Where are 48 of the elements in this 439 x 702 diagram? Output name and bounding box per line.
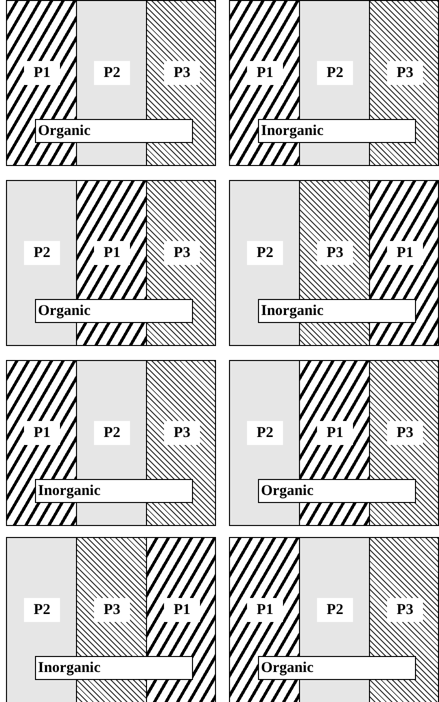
stripe-label: P2 (94, 421, 130, 445)
stripe-label: P3 (164, 61, 200, 85)
label-bar: Inorganic (35, 656, 193, 680)
stripe-label: P2 (94, 61, 130, 85)
hatched-stripe (147, 538, 215, 702)
fine-hatched-stripe (370, 1, 438, 165)
label-bar: Organic (258, 656, 416, 680)
pattern-panel (6, 537, 216, 702)
stripe-label: P3 (317, 241, 353, 265)
label-bar: Inorganic (258, 119, 416, 143)
fine-hatched-stripe (370, 361, 438, 525)
stripe-label: P2 (24, 598, 60, 622)
stripe-label: P1 (387, 241, 423, 265)
fine-hatched-stripe (370, 538, 438, 702)
stripe-label: P1 (94, 241, 130, 265)
stripe-label: P3 (164, 421, 200, 445)
stripe-label: P3 (387, 421, 423, 445)
stripe-label: P2 (317, 598, 353, 622)
label-bar: Organic (35, 299, 193, 323)
pattern-panel (6, 360, 216, 526)
fine-hatched-stripe (147, 361, 215, 525)
stripe-label: P1 (164, 598, 200, 622)
fine-hatched-stripe (147, 181, 215, 345)
stripe-label: P1 (317, 421, 353, 445)
pattern-panel (6, 180, 216, 346)
hatched-stripe (370, 181, 438, 345)
stripe-label: P2 (247, 241, 283, 265)
stripe-label: P1 (24, 421, 60, 445)
label-bar: Inorganic (35, 479, 193, 503)
stripe-label: P3 (94, 598, 130, 622)
stripe-label: P2 (24, 241, 60, 265)
pattern-panel (6, 0, 216, 166)
fine-hatched-stripe (147, 1, 215, 165)
stripe-label: P3 (387, 61, 423, 85)
stripe-label: P1 (247, 61, 283, 85)
pattern-panel (229, 537, 439, 702)
stripe-label: P1 (247, 598, 283, 622)
label-bar: Organic (35, 119, 193, 143)
stripe-label: P2 (317, 61, 353, 85)
label-bar: Inorganic (258, 299, 416, 323)
pattern-panel (229, 180, 439, 346)
stripe-label: P1 (24, 61, 60, 85)
stripe-label: P3 (387, 598, 423, 622)
label-bar: Organic (258, 479, 416, 503)
stripe-label: P2 (247, 421, 283, 445)
stripe-label: P3 (164, 241, 200, 265)
pattern-panel (229, 360, 439, 526)
pattern-panel (229, 0, 439, 166)
